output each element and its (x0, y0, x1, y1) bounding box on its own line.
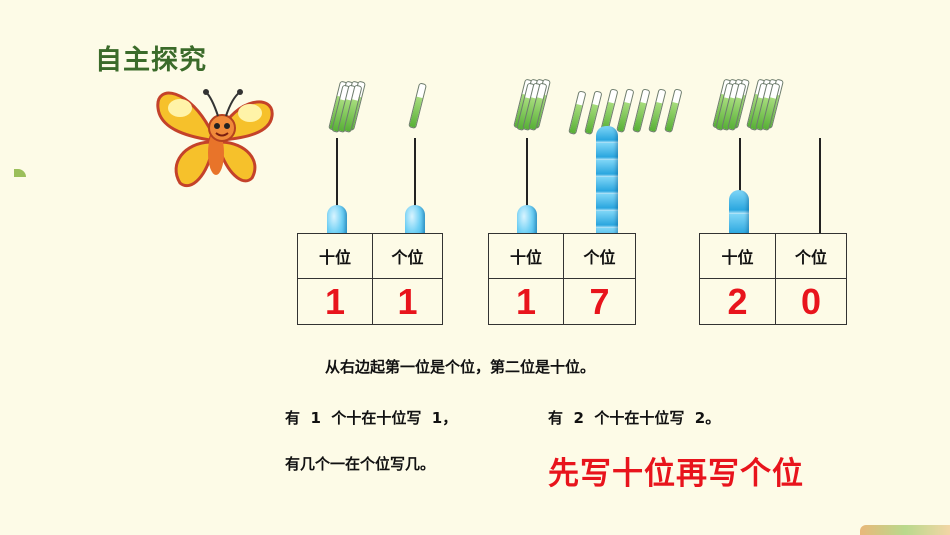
single-stick (408, 82, 428, 129)
bead-stack (596, 126, 618, 244)
ones-digit: 0 (800, 280, 822, 322)
single-stick (648, 88, 667, 133)
tens-rod (526, 138, 528, 234)
single-stick (632, 88, 651, 133)
tens-header: 十位 (489, 234, 564, 279)
single-stick (568, 90, 587, 135)
page-title: 自主探究 (95, 45, 207, 76)
ones-digit: 7 (589, 280, 610, 322)
tens-digit: 1 (489, 279, 564, 324)
explanation-ones: 有几个一在个位写几。 (285, 455, 436, 473)
tens-header: 十位 (700, 234, 776, 279)
rule-text: 从右边起第一位是个位，第二位是十位。 (325, 358, 596, 376)
single-stick (664, 88, 683, 133)
ones-rod (414, 138, 416, 234)
tens-digit: 2 (700, 279, 776, 324)
single-stick (616, 88, 635, 133)
place-value-table: 十位 个位 2 0 (699, 233, 847, 325)
slogan: 先写十位再写个位 (548, 456, 804, 492)
tens-header: 十位 (298, 234, 373, 279)
tens-rod (739, 138, 741, 234)
ten-stick-bundle (740, 74, 784, 131)
corner-decoration-bottom (860, 525, 950, 535)
bead (729, 190, 749, 242)
tens-digit: 1 (298, 279, 373, 324)
place-value-table: 十位 个位 1 7 (488, 233, 636, 325)
explanation-tens-right: 有 2 个十在十位写 2。 (548, 409, 721, 427)
ones-header: 个位 (564, 234, 635, 279)
ones-rod (819, 138, 821, 234)
ten-stick-bundle (706, 74, 750, 131)
corner-decoration (14, 169, 26, 177)
tens-rod (336, 138, 338, 234)
ones-header: 个位 (373, 234, 442, 279)
ones-digit: 1 (397, 280, 418, 322)
explanation-tens-left: 有 1 个十在十位写 1， (285, 409, 458, 427)
place-value-table: 十位 个位 1 1 (297, 233, 443, 325)
butterfly-illustration (156, 89, 274, 188)
ten-stick-bundle (322, 76, 366, 133)
ten-stick-bundle (507, 74, 551, 131)
ones-header: 个位 (776, 234, 846, 279)
